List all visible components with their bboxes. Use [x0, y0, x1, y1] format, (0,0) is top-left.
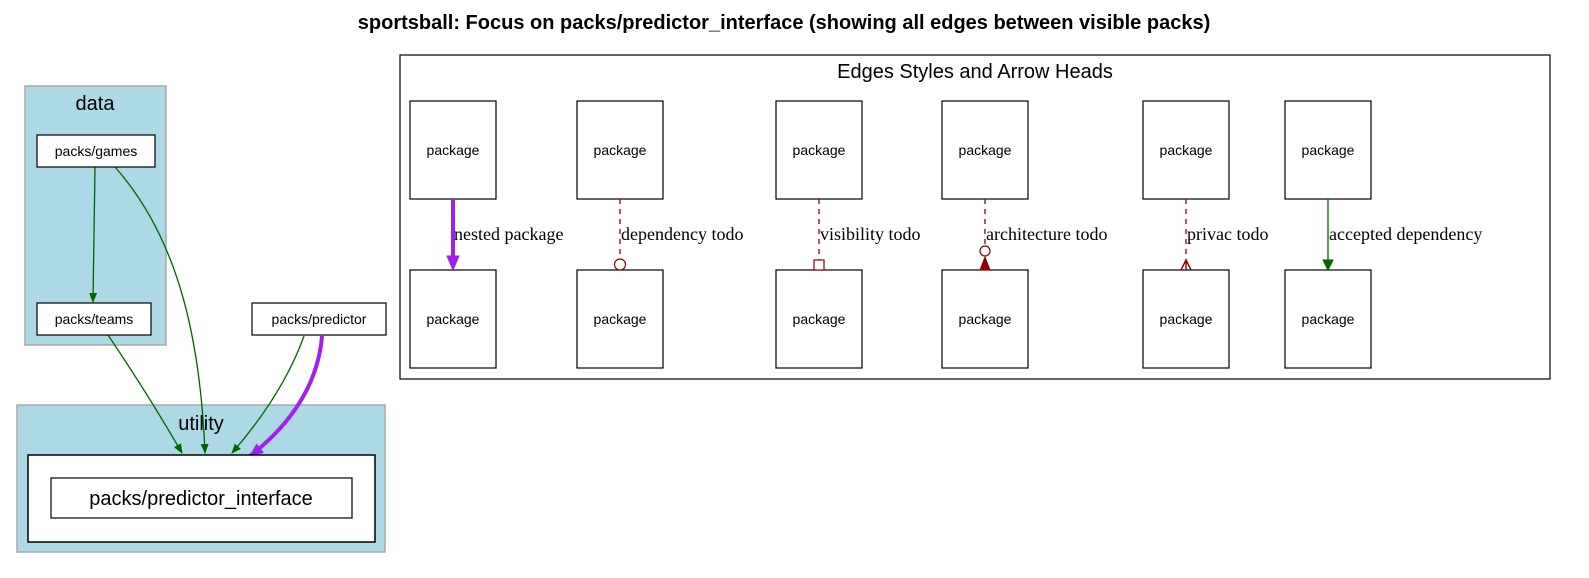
edge-games-to-teams [89, 166, 98, 303]
legend-title: Edges Styles and Arrow Heads [837, 61, 1113, 83]
legend-edge-3-label: visibility todo [820, 224, 921, 244]
legend-edge-6: accepted dependency [1322, 199, 1482, 272]
legend-target-node-1: package [409, 269, 497, 369]
legend-target-node-4: package [941, 269, 1029, 369]
legend-edge-2-label: dependency todo [621, 224, 743, 244]
legend-source-node-2-label: package [594, 142, 647, 158]
legend-edge-3: visibility todo [813, 199, 921, 271]
legend-source-node-2: package [576, 100, 664, 200]
legend-source-node-1: package [409, 100, 497, 200]
node-teams[interactable]: packs/teams [36, 302, 152, 336]
legend: Edges Styles and Arrow Heads packagepack… [399, 54, 1551, 380]
cluster-utility-label: utility [178, 413, 224, 435]
legend-edge-6-label: accepted dependency [1329, 224, 1482, 244]
legend-source-node-3-label: package [793, 142, 846, 158]
legend-target-node-6: package [1284, 269, 1372, 369]
diagram-title: sportsball: Focus on packs/predictor_int… [358, 12, 1210, 34]
legend-target-node-3-label: package [793, 311, 846, 327]
legend-target-node-2: package [576, 269, 664, 369]
cluster-data-label: data [76, 93, 116, 115]
legend-source-node-1-label: package [427, 142, 480, 158]
legend-edge-4-label: architecture todo [986, 224, 1107, 244]
legend-source-node-6-label: package [1302, 142, 1355, 158]
node-predictor[interactable]: packs/predictor [251, 302, 387, 336]
node-predictor-interface[interactable]: packs/predictor_interface [27, 454, 376, 543]
node-predictor-interface-label: packs/predictor_interface [89, 488, 312, 510]
node-teams-label: packs/teams [55, 311, 134, 327]
legend-source-node-4-label: package [959, 142, 1012, 158]
node-predictor-label: packs/predictor [272, 311, 367, 327]
legend-target-node-2-label: package [594, 311, 647, 327]
legend-source-node-5-label: package [1160, 142, 1213, 158]
legend-source-node-4: package [941, 100, 1029, 200]
legend-target-node-6-label: package [1302, 311, 1355, 327]
legend-edge-5-label: privac todo [1187, 224, 1268, 244]
legend-edge-1: nested package [446, 199, 563, 272]
edge-predictor-nested-predictor-interface [248, 335, 324, 458]
graph-edges [89, 166, 324, 458]
legend-source-node-5: package [1142, 100, 1230, 200]
node-games[interactable]: packs/games [36, 134, 156, 168]
edge-games-to-predictor-interface [114, 166, 209, 454]
legend-target-node-1-label: package [427, 311, 480, 327]
legend-edge-4: architecture todo [979, 199, 1107, 271]
legend-items: package package nested package package packa… [409, 100, 1482, 369]
legend-edge-2: dependency todo [613, 199, 743, 271]
legend-source-node-6: package [1284, 100, 1372, 200]
legend-source-node-3: package [775, 100, 863, 200]
edge-predictor-to-predictor-interface [231, 335, 305, 454]
legend-target-node-3: package [775, 269, 863, 369]
legend-target-node-4-label: package [959, 311, 1012, 327]
legend-edge-1-label: nested package [454, 224, 563, 244]
legend-edge-5: privac todo [1180, 199, 1268, 271]
legend-target-node-5-label: package [1160, 311, 1213, 327]
legend-target-node-5: package [1142, 269, 1230, 369]
edge-teams-to-predictor-interface [107, 334, 183, 454]
node-games-label: packs/games [55, 143, 137, 159]
